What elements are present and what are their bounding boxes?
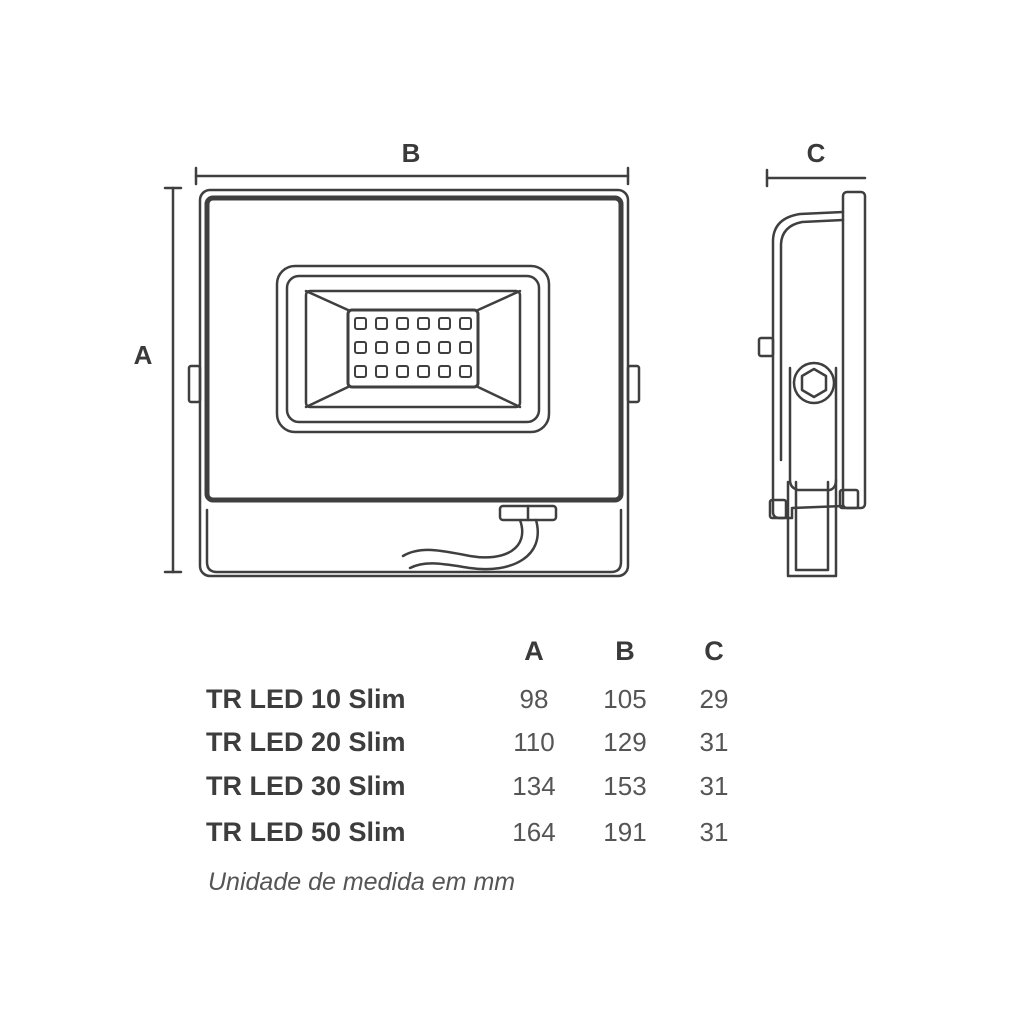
model-name: TR LED 10 Slim (206, 684, 406, 714)
value-c: 31 (699, 771, 729, 801)
label-c: C (807, 138, 826, 168)
value-b: 105 (603, 684, 647, 714)
value-b: 191 (603, 817, 647, 847)
value-b: 129 (603, 727, 647, 757)
table-row: TR LED 10 Slim 98 105 29 (0, 684, 1024, 720)
column-header-a: A (524, 636, 544, 666)
value-b: 153 (603, 771, 647, 801)
label-a: A (134, 340, 153, 370)
dimension-line-a (163, 186, 183, 574)
table-row: TR LED 50 Slim 164 191 31 (0, 817, 1024, 853)
dimension-line-b (194, 166, 630, 186)
value-c: 31 (699, 817, 729, 847)
label-b: B (402, 138, 421, 168)
value-c: 31 (699, 727, 729, 757)
dimension-line-c (765, 168, 867, 188)
model-name: TR LED 30 Slim (206, 771, 406, 801)
value-a: 110 (513, 727, 555, 757)
unit-note: Unidade de medida em mm (208, 868, 516, 896)
side-view (757, 190, 867, 578)
led-chip-grid (354, 317, 472, 378)
column-header-c: C (704, 636, 724, 666)
value-c: 29 (699, 684, 729, 714)
table-row: TR LED 30 Slim 134 153 31 (0, 771, 1024, 807)
value-a: 164 (512, 817, 556, 847)
floodlight-technical-drawing: B A C (134, 138, 867, 578)
model-name: TR LED 50 Slim (206, 817, 406, 847)
value-a: 98 (519, 684, 549, 714)
table-row: TR LED 20 Slim 110 129 31 (0, 727, 1024, 763)
value-a: 134 (512, 771, 556, 801)
front-view (187, 188, 641, 578)
model-name: TR LED 20 Slim (206, 727, 406, 757)
column-header-b: B (615, 636, 635, 666)
